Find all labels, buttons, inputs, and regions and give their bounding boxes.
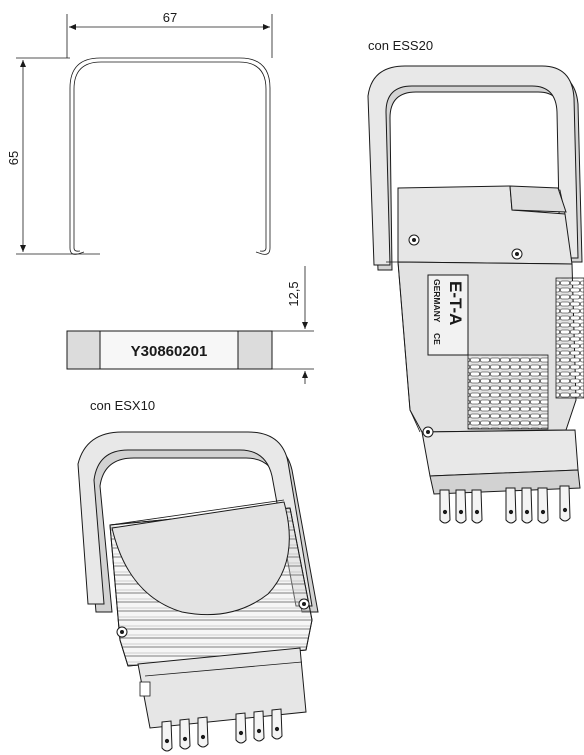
connector-pins bbox=[439, 485, 571, 524]
label-height-dimension-label: 12,5 bbox=[286, 281, 301, 306]
device-cert-mark: CE bbox=[432, 333, 442, 345]
device-ess20: E-T-A GERMANY CE bbox=[367, 65, 584, 524]
screw-icon bbox=[426, 430, 430, 434]
label-strip-drawing: 12,5 Y30860201 bbox=[66, 266, 314, 384]
label-strip-code: Y30860201 bbox=[131, 343, 208, 360]
device-esx10 bbox=[77, 431, 319, 752]
device-brand-mark: E-T-A bbox=[446, 281, 465, 325]
device-marking: E-T-A GERMANY CE bbox=[427, 274, 469, 356]
bracket-dimension-drawing: 67 65 bbox=[6, 10, 273, 255]
height-dimension: 65 bbox=[6, 57, 100, 255]
vent-slots-front bbox=[467, 354, 549, 430]
device-origin-mark: GERMANY bbox=[432, 279, 442, 323]
wire-bracket bbox=[69, 57, 271, 255]
screw-icon bbox=[120, 630, 124, 634]
height-dimension-label: 65 bbox=[6, 151, 21, 165]
variant-caption-esx10: con ESX10 bbox=[90, 398, 155, 413]
label-height-dimension: 12,5 bbox=[272, 266, 314, 384]
screw-icon bbox=[515, 252, 519, 256]
screw-icon bbox=[412, 238, 416, 242]
vent-slots-side bbox=[555, 277, 584, 399]
variant-caption-ess20: con ESS20 bbox=[368, 38, 433, 53]
width-dimension: 67 bbox=[66, 10, 273, 58]
label-strip-center-field bbox=[99, 330, 239, 370]
width-dimension-label: 67 bbox=[163, 10, 177, 25]
connector-pins bbox=[161, 708, 283, 752]
screw-icon bbox=[302, 602, 306, 606]
